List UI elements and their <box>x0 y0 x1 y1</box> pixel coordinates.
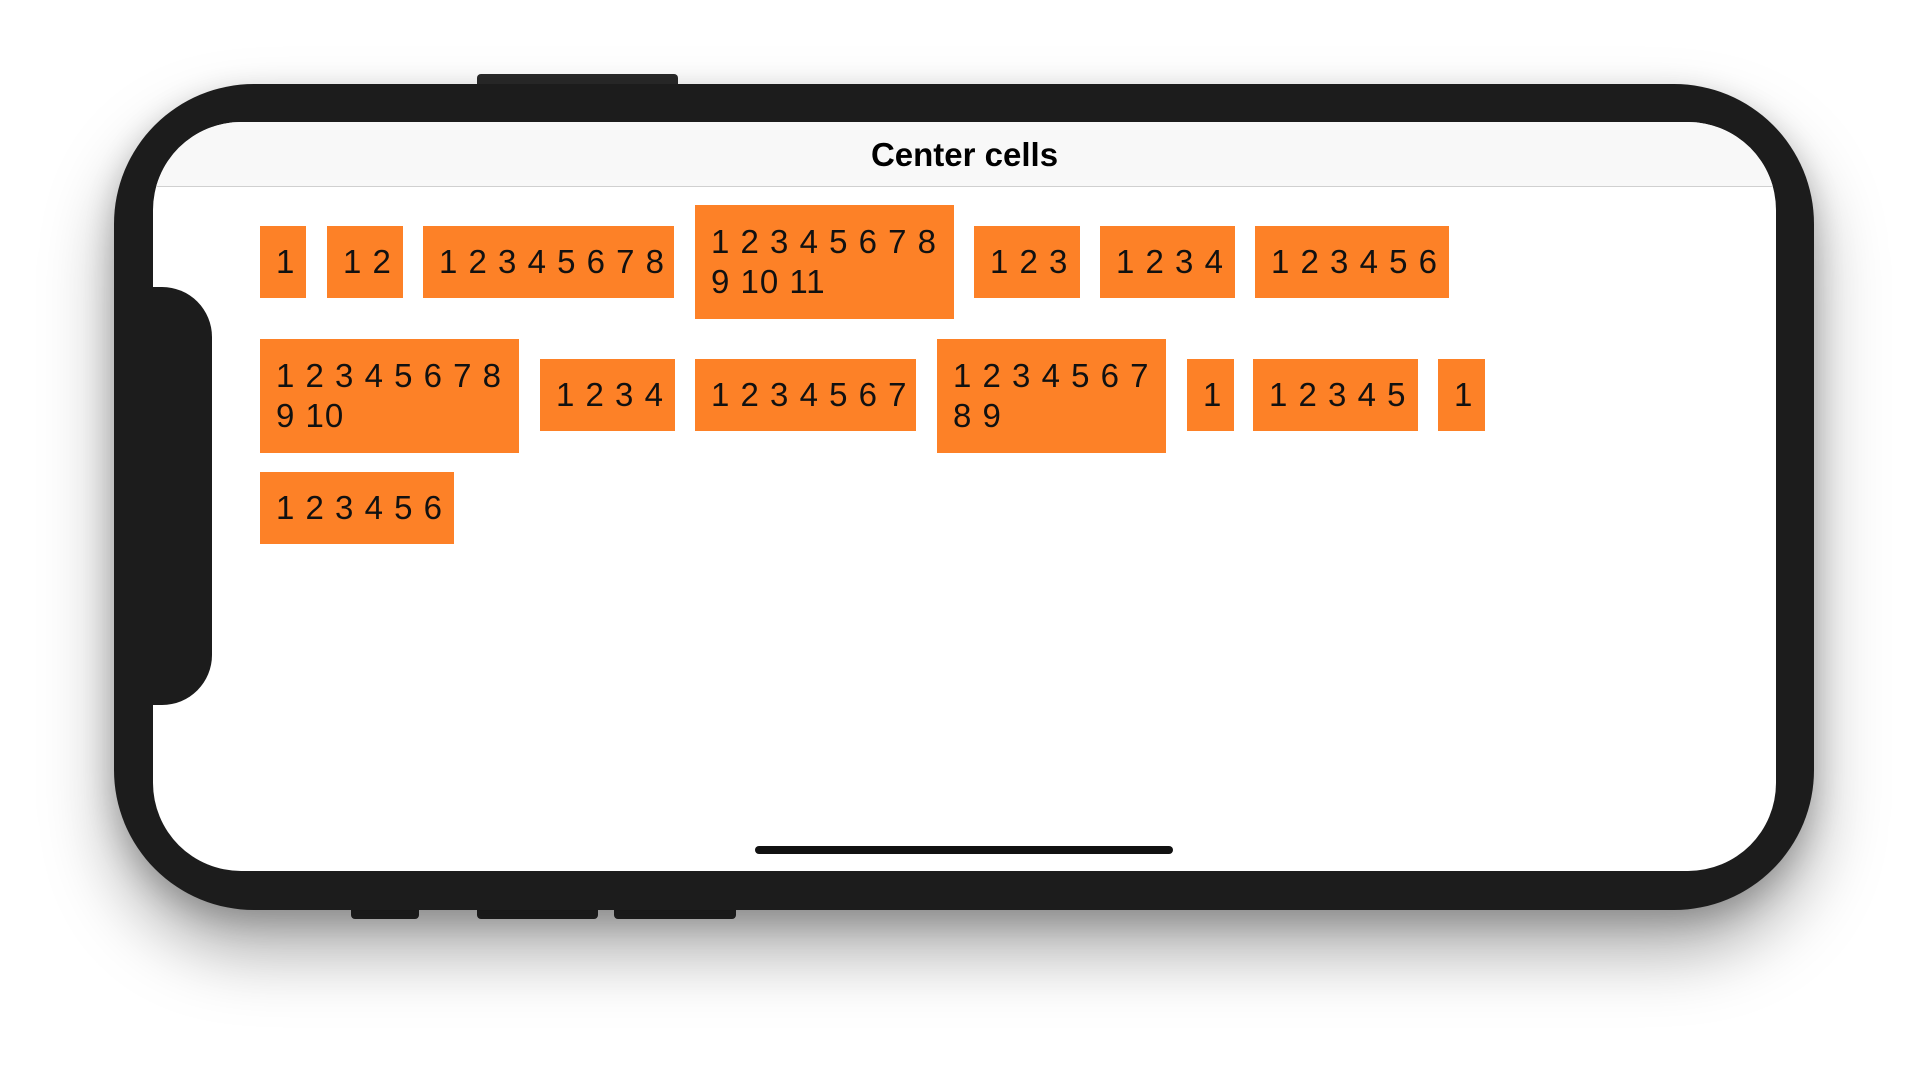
cell-label: 1 2 3 4 5 <box>1269 376 1407 413</box>
collection-cell[interactable]: 1 2 3 4 5 6 <box>1255 226 1449 298</box>
collection-cell[interactable]: 1 2 3 4 <box>540 359 675 431</box>
cell-label: 1 2 <box>343 243 392 280</box>
cell-label: 1 2 3 4 5 6 7 8 <box>439 243 666 280</box>
collection-cell[interactable]: 1 2 3 <box>974 226 1080 298</box>
cell-label: 1 2 3 4 5 6 7 <box>711 376 908 413</box>
collection-cell[interactable]: 1 2 <box>327 226 403 298</box>
collection-cell[interactable]: 1 2 3 4 5 <box>1253 359 1418 431</box>
collection-cell[interactable]: 1 2 3 4 5 6 7 8 9 10 <box>260 339 519 453</box>
cell-label: 1 2 3 4 <box>1116 243 1224 280</box>
page-title: Center cells <box>870 136 1059 173</box>
collection-cell[interactable]: 1 2 3 4 5 6 <box>260 472 454 544</box>
collection-cell[interactable]: 1 2 3 4 5 6 7 8 9 <box>937 339 1166 453</box>
cell-label: 1 2 3 4 5 6 <box>276 489 443 526</box>
collection-cell[interactable]: 1 <box>1438 359 1485 431</box>
navigation-bar: Center cells <box>153 122 1776 187</box>
cell-label: 1 2 3 4 5 6 7 8 9 10 11 <box>711 223 938 300</box>
collection-cell[interactable]: 1 2 3 4 <box>1100 226 1235 298</box>
collection-cell[interactable]: 1 <box>1187 359 1234 431</box>
notch <box>153 287 212 705</box>
collection-cell[interactable]: 1 2 3 4 5 6 7 8 9 10 11 <box>695 205 954 319</box>
cell-label: 1 2 3 4 <box>556 376 664 413</box>
collection-cell[interactable]: 1 <box>260 226 306 298</box>
cell-label: 1 2 3 <box>990 243 1069 280</box>
collection-cell[interactable]: 1 2 3 4 5 6 7 8 <box>423 226 674 298</box>
cell-label: 1 2 3 4 5 6 7 8 9 10 <box>276 357 503 434</box>
cell-label: 1 <box>276 243 296 280</box>
cell-label: 1 2 3 4 5 6 <box>1271 243 1438 280</box>
cell-label: 1 2 3 4 5 6 7 8 9 <box>953 357 1150 434</box>
collection-cell[interactable]: 1 2 3 4 5 6 7 <box>695 359 916 431</box>
cell-label: 1 <box>1203 376 1223 413</box>
home-indicator[interactable] <box>755 846 1173 854</box>
cell-label: 1 <box>1454 376 1474 413</box>
